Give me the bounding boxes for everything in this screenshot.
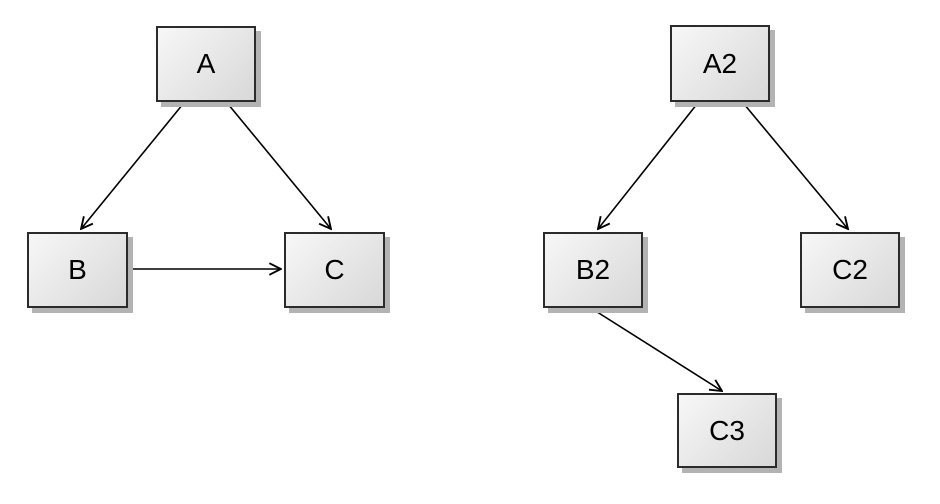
edge-A-C: [227, 103, 331, 229]
node-label-A: A: [196, 48, 216, 79]
edge-A-B: [81, 103, 184, 229]
node-label-A2: A2: [702, 47, 738, 79]
node-B2: B2: [543, 232, 643, 308]
node-C2: C2: [800, 232, 900, 308]
node-A: A: [156, 26, 256, 102]
node-label-B2: B2: [575, 254, 611, 285]
edge-A2-B2: [598, 103, 698, 229]
edge-group: [81, 103, 848, 391]
node-A2: A2: [670, 25, 770, 102]
node-label-C3: C3: [709, 414, 745, 446]
node-C: C: [284, 232, 385, 308]
node-label-B: B: [68, 254, 87, 285]
node-label-C: C: [324, 254, 345, 285]
node-C3: C3: [677, 393, 777, 468]
edge-B2-C3: [593, 309, 722, 391]
node-B: B: [27, 232, 128, 308]
node-label-C2: C2: [832, 254, 868, 285]
edge-A2-C2: [743, 103, 848, 229]
